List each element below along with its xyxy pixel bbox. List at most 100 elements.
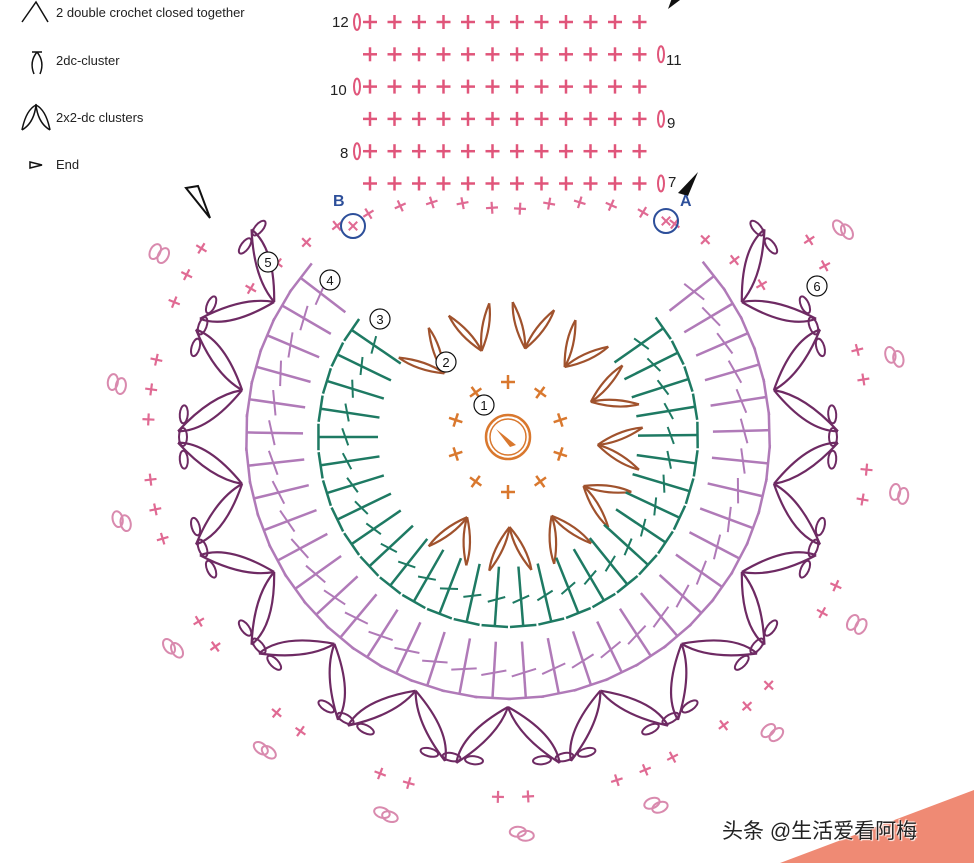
dc-stitch	[603, 523, 658, 576]
dc-stitch	[636, 393, 699, 420]
stitch-post	[712, 428, 770, 433]
dc-stitch	[695, 315, 757, 357]
sc-cross	[425, 196, 438, 209]
cross-v	[301, 237, 312, 248]
stitch-bar	[739, 418, 749, 444]
end-marker-icon	[184, 184, 211, 219]
stitch-bar	[397, 560, 416, 569]
stitch-post	[394, 621, 422, 675]
sc-cross	[534, 176, 549, 191]
sc-cross	[412, 144, 426, 159]
cluster-leaf	[548, 514, 592, 565]
chain-oval	[657, 45, 665, 64]
leaf-stroke	[462, 516, 469, 566]
sc-cross	[150, 353, 163, 366]
dc-stitch	[317, 452, 380, 479]
stitch-bar	[267, 450, 279, 476]
stitch-top	[379, 576, 402, 595]
dc-stitch	[441, 638, 478, 699]
stitch-top	[672, 505, 687, 531]
stitch-top	[244, 447, 252, 484]
leaf-stroke	[773, 442, 839, 485]
sc-cross	[363, 47, 377, 62]
round-label-5: 5	[257, 251, 279, 273]
dc-stitch	[639, 592, 693, 649]
sc-cross	[448, 446, 463, 462]
cross-v	[535, 386, 546, 399]
sc-cross	[856, 493, 869, 506]
sc-cross	[559, 111, 573, 126]
cross-v	[522, 795, 535, 798]
marker-a-circle	[653, 208, 679, 234]
cross-v	[159, 532, 166, 545]
stitch-bar	[726, 506, 732, 533]
stitch-top	[757, 478, 768, 515]
round-1	[448, 375, 568, 499]
cluster-leaf	[455, 706, 561, 764]
sc-cross	[818, 259, 831, 272]
dc-stitch	[317, 395, 380, 422]
stitch-bar	[279, 510, 296, 533]
legend-label-2dc-cluster: 2dc-cluster	[56, 53, 120, 68]
sc-cross	[718, 719, 730, 731]
round-label-text: 1	[480, 398, 487, 413]
stitch-bar	[600, 640, 622, 659]
chain-oval	[827, 404, 838, 425]
sc-cross	[510, 144, 524, 159]
stitch-post	[247, 458, 305, 467]
sc-cross	[374, 767, 387, 780]
cross-v	[639, 766, 652, 774]
dc-stitch	[711, 445, 772, 482]
stitch-post	[707, 482, 764, 498]
leaf-stroke	[563, 320, 577, 368]
sc-cross	[559, 176, 573, 191]
sc-cross	[559, 15, 573, 29]
sc-cross	[412, 111, 426, 126]
stitch-post	[299, 276, 347, 314]
cross-v	[147, 413, 150, 426]
round-2	[398, 301, 644, 572]
row-number-10: 10	[330, 82, 347, 99]
chain-oval	[441, 751, 462, 763]
cross-v	[513, 207, 527, 211]
sc-cross	[816, 606, 829, 619]
stitch-top	[762, 378, 771, 416]
stitch-post	[425, 631, 446, 687]
sc-cross	[363, 79, 377, 94]
dc-stitch	[668, 260, 727, 312]
chain-oval	[196, 538, 209, 558]
cluster-leaf	[177, 328, 244, 433]
end-marker-icon	[668, 0, 680, 9]
sc-cross	[632, 79, 647, 94]
chain-oval	[763, 237, 779, 255]
dc-stitch	[330, 492, 392, 532]
chain-oval	[657, 109, 665, 128]
magic-ring	[484, 413, 532, 461]
stitch-bar	[541, 662, 566, 675]
sc-cross	[363, 111, 377, 126]
stitch-bar	[656, 379, 670, 396]
leaf-stroke	[524, 309, 556, 350]
leaf-stroke	[455, 706, 509, 764]
dc-stitch	[704, 346, 766, 384]
cluster-leaf	[740, 228, 817, 323]
leaf-stroke	[772, 328, 821, 391]
sc-cross	[608, 79, 622, 94]
dc-stitch	[401, 549, 445, 610]
leaf-stroke	[550, 515, 592, 545]
stitch-top	[330, 342, 345, 367]
stitch-post	[389, 538, 429, 587]
stitch-top	[426, 607, 453, 620]
stitch-post	[336, 492, 392, 521]
cross-v	[402, 780, 415, 786]
stitch-top	[604, 663, 639, 682]
cross-v	[348, 221, 358, 231]
stitch-post	[639, 592, 679, 638]
stitch-top	[245, 381, 254, 418]
round-label-text: 3	[376, 312, 383, 327]
cross-v	[394, 202, 407, 210]
sc-cross	[533, 386, 547, 399]
sc-cross	[632, 111, 647, 126]
two-dc-closed-together-icon	[21, 0, 49, 23]
cross-v	[818, 606, 827, 619]
